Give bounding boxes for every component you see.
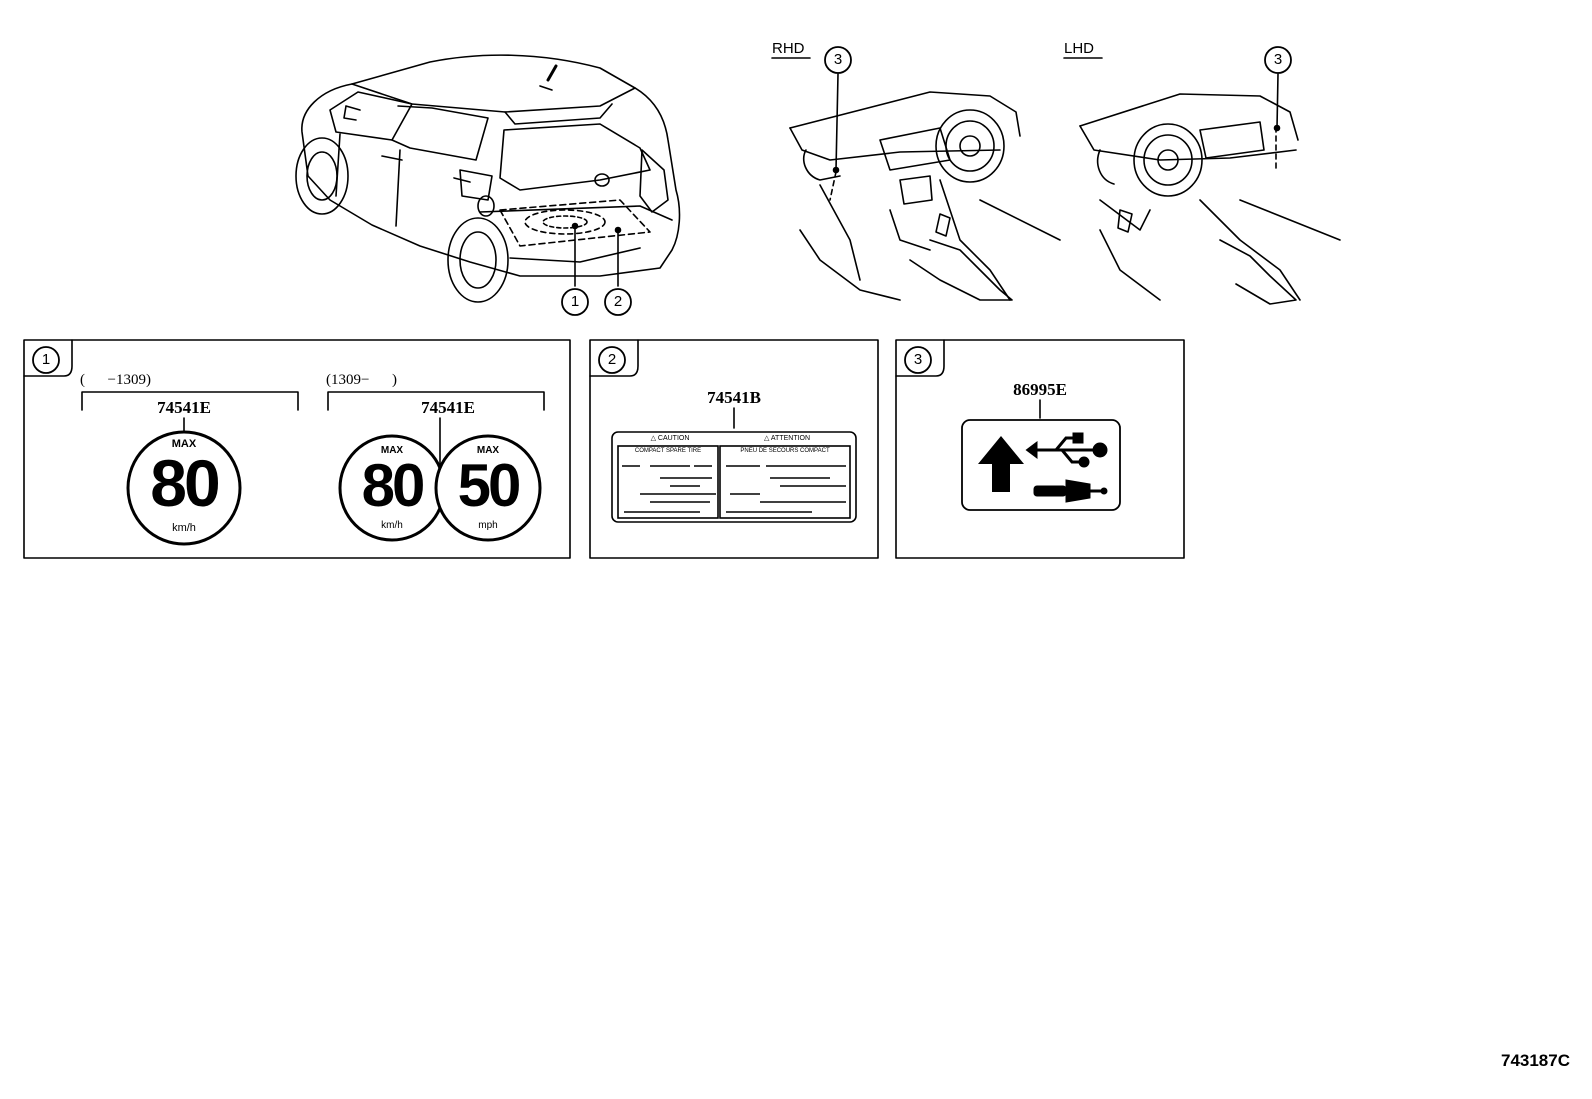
- attention-subtitle: PNEU DE SECOURS COMPACT: [740, 448, 830, 454]
- panel-2-part-number: 74541B: [707, 388, 761, 407]
- panel-1-right-part-number: 74541E: [421, 398, 475, 417]
- sign-right-b-max: MAX: [476, 445, 500, 456]
- callout-2-car: 2: [613, 293, 623, 310]
- panel-3-part-number: 86995E: [1013, 380, 1067, 399]
- panel-2-frame: [589, 339, 879, 559]
- sign-right-b-unit: mph: [478, 520, 498, 531]
- usb-icon: [1025, 432, 1108, 468]
- panel-1-frame: [23, 339, 571, 559]
- rhd-label: RHD: [772, 40, 805, 57]
- callout-3-rhd: 3: [833, 51, 843, 68]
- callout-markers: [32, 46, 1292, 374]
- sign-right-a-max: MAX: [380, 445, 404, 456]
- speed-sign-80-right: [338, 434, 542, 542]
- panel-1-left-range: ( −1309): [80, 372, 151, 388]
- up-arrow-icon: [978, 436, 1024, 492]
- sign-left-unit: km/h: [172, 522, 196, 534]
- panel-1-right-range: (1309− ): [326, 372, 397, 388]
- sign-left-max: MAX: [171, 438, 197, 450]
- panel-1-left-part-number: 74541E: [157, 398, 211, 417]
- aux-plug-icon: [1033, 479, 1108, 503]
- rhd-dashboard-illustration: [789, 73, 1061, 301]
- panel-2-callout: 2: [607, 351, 617, 368]
- lhd-dashboard-illustration: [1079, 73, 1341, 305]
- diagram-id: 743187C: [1500, 1051, 1570, 1070]
- sign-left-value: 80: [150, 446, 220, 520]
- usb-label-card: [961, 419, 1121, 511]
- panel-3-callout: 3: [913, 351, 923, 368]
- callout-1-car: 1: [570, 293, 580, 310]
- sign-right-b-value: 50: [457, 452, 522, 519]
- sign-right-a-value: 80: [361, 452, 426, 519]
- caution-header: △ CAUTION: [650, 435, 690, 442]
- caution-label-card: [611, 431, 857, 523]
- caution-subtitle: COMPACT SPARE TIRE: [634, 448, 702, 454]
- panel-1-callout: 1: [41, 351, 51, 368]
- lhd-label: LHD: [1064, 40, 1095, 57]
- callout-3-lhd: 3: [1273, 51, 1283, 68]
- attention-header: △ ATTENTION: [763, 435, 811, 442]
- speed-sign-80-left: [126, 430, 242, 546]
- car-illustration: [295, 54, 681, 303]
- sign-right-a-unit: km/h: [381, 520, 403, 531]
- panel-3-frame: [895, 339, 1185, 559]
